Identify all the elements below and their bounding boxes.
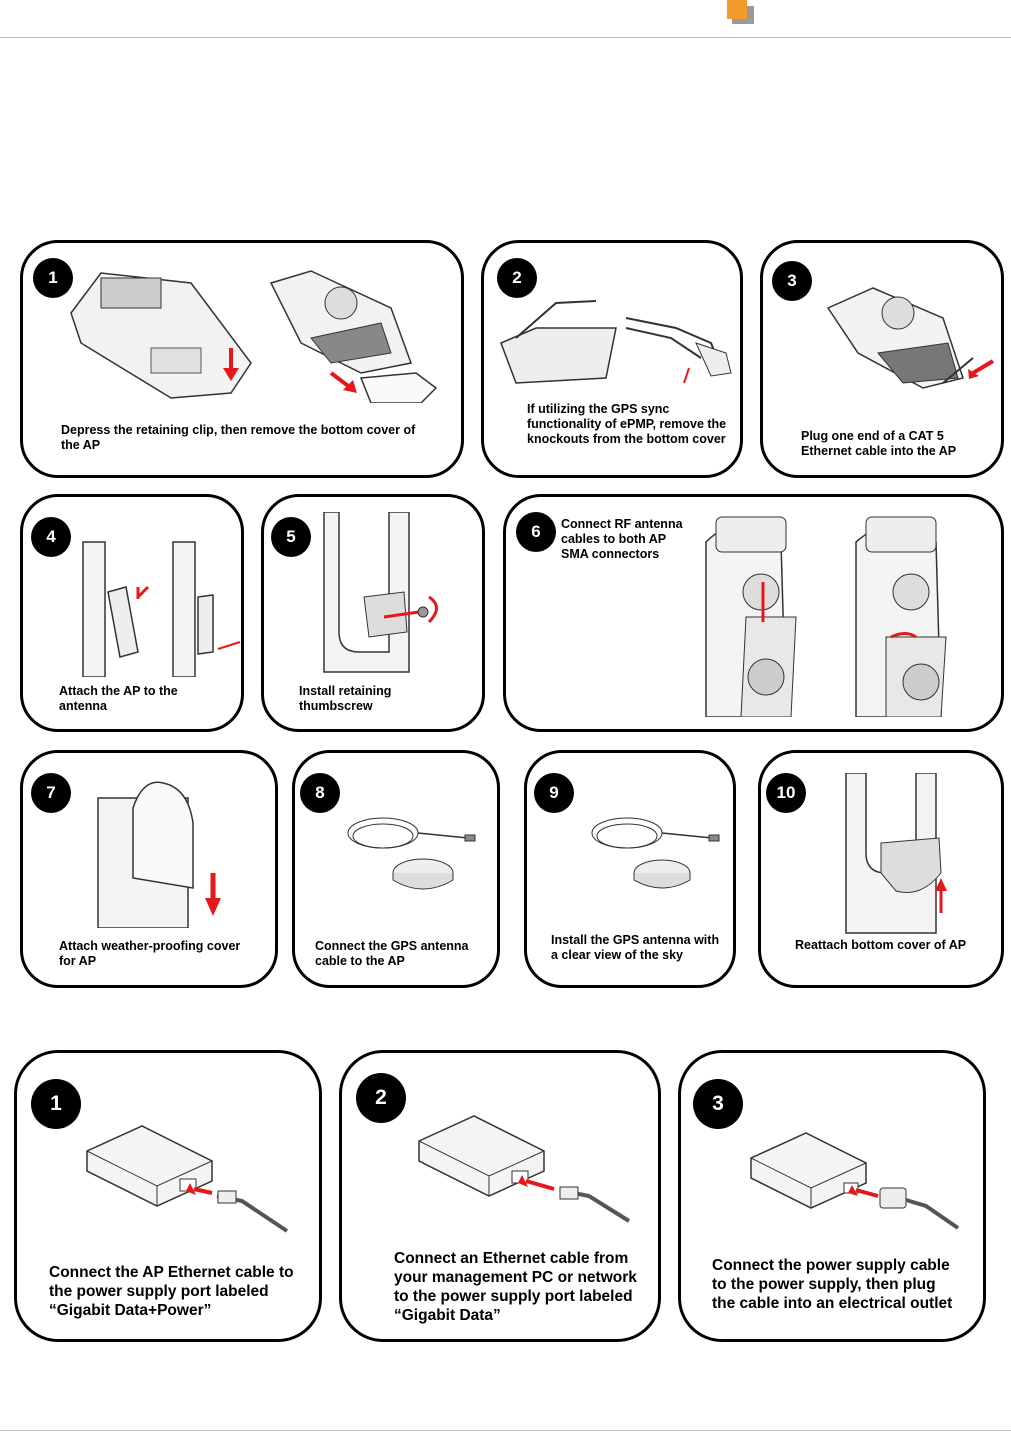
step-caption: If utilizing the GPS sync functionality … [527, 402, 727, 446]
attach-ap-to-antenna-illustration [82, 541, 241, 677]
power-step-number-badge: 3 [693, 1079, 743, 1129]
power-step-number-badge: 2 [356, 1073, 406, 1123]
step-number-badge: 5 [271, 517, 311, 557]
weatherproof-cover-illustration [97, 781, 221, 928]
gps-antenna-cable-illustration [347, 817, 476, 890]
gps-antenna-sky-illustration [591, 817, 720, 889]
power-step-caption: Connect the AP Ethernet cable to the pow… [49, 1264, 294, 1319]
power-step-card-1: 1 Connect the AP Ethernet cable to the p… [14, 1050, 322, 1342]
step-caption: Connect the GPS antenna cable to the AP [315, 939, 469, 968]
step-caption: Connect RF antenna cables to both AP SMA… [561, 517, 683, 561]
power-step-caption: Connect an Ethernet cable from your mana… [394, 1250, 637, 1324]
power-supply-data-illustration [418, 1115, 631, 1223]
header-rule [0, 37, 1011, 38]
step-number-badge: 7 [31, 773, 71, 813]
thumbscrew-illustration [323, 512, 438, 673]
step-caption: Attach the AP to the antenna [59, 684, 178, 713]
footer-rule [0, 1430, 1011, 1431]
step-number-badge: 2 [497, 258, 537, 298]
step-card-6: 6 Connect RF antenna cables to both AP S… [503, 494, 1004, 732]
step-number-badge: 10 [766, 773, 806, 813]
step-caption: Plug one end of a CAT 5 Ethernet cable i… [801, 429, 957, 458]
step-number-badge: 4 [31, 517, 71, 557]
power-cable-outlet-illustration [750, 1132, 960, 1230]
step-card-8: 8 Connect the GPS antenna cable to the A… [292, 750, 500, 988]
ethernet-to-ap-illustration [826, 287, 995, 389]
brand-logo [727, 0, 747, 19]
step-card-5: 5 Install retaining thumbscrew [261, 494, 485, 732]
step-card-2: 2 If utilizing the GPS sync functionalit… [481, 240, 743, 478]
power-step-caption: Connect the power supply cable to the po… [712, 1257, 953, 1312]
step-card-7: 7 Attach weather-proofing cover for AP [20, 750, 278, 988]
step-caption: Attach weather-proofing cover for AP [59, 939, 241, 968]
power-step-card-2: 2 Connect an Ethernet cable from your ma… [339, 1050, 661, 1342]
step-number-badge: 6 [516, 512, 556, 552]
step-card-3: 3 Plug one end of a CAT 5 Ethernet cable… [760, 240, 1004, 478]
power-step-number-badge: 1 [31, 1079, 81, 1129]
step-card-4: 4 Attach the AP to the antenna [20, 494, 244, 732]
reattach-cover-illustration [845, 773, 947, 934]
knockout-removal-illustration [500, 300, 732, 384]
ap-remove-cover-illustration [70, 270, 438, 403]
step-number-badge: 3 [772, 261, 812, 301]
step-card-1: 1 Depress the retaining clip, then remov… [20, 240, 464, 478]
step-card-10: 10 Reattach bottom cover of AP [758, 750, 1004, 988]
step-caption: Install the GPS antenna with a clear vie… [551, 933, 720, 962]
step-caption: Depress the retaining clip, then remove … [61, 423, 416, 452]
step-number-badge: 8 [300, 773, 340, 813]
step-number-badge: 9 [534, 773, 574, 813]
power-step-card-3: 3 Connect the power supply cable to the … [678, 1050, 986, 1342]
power-supply-data-power-illustration [86, 1125, 289, 1233]
step-caption: Reattach bottom cover of AP [795, 938, 967, 952]
rf-cables-illustration [705, 516, 947, 717]
step-number-badge: 1 [33, 258, 73, 298]
step-caption: Install retaining thumbscrew [299, 684, 392, 713]
step-card-9: 9 Install the GPS antenna with a clear v… [524, 750, 736, 988]
